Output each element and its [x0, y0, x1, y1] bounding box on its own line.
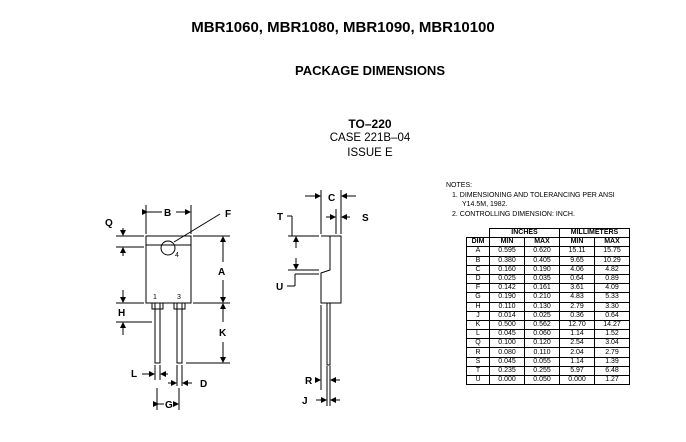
label-C: C: [328, 193, 335, 204]
label-D: D: [200, 379, 207, 390]
package-issue: ISSUE E: [347, 147, 393, 159]
label-Q: Q: [105, 218, 113, 229]
label-K: K: [219, 328, 227, 339]
label-U: U: [276, 282, 283, 293]
document-title: MBR1060, MBR1080, MBR1090, MBR10100: [191, 19, 495, 36]
lead-1: [154, 302, 161, 364]
header-in-min: MIN: [489, 237, 525, 248]
header-inches: INCHES: [489, 227, 560, 239]
label-B: B: [164, 208, 171, 219]
label-H: H: [118, 308, 125, 319]
lead-3: [176, 302, 183, 364]
label-T: T: [277, 212, 283, 223]
header-millimeters: MILLIMETERS: [559, 227, 630, 239]
note-2: 2. CONTROLLING DIMENSION: INCH.: [452, 210, 575, 218]
note-1-cont: Y14.5M, 1982.: [462, 201, 508, 208]
notes-block: NOTES: 1. DIMENSIONING AND TOLERANCING P…: [446, 181, 646, 219]
header-mm-max: MAX: [594, 237, 630, 248]
label-R: R: [305, 376, 313, 387]
label-F: F: [225, 209, 231, 220]
header-in-max: MAX: [524, 237, 560, 248]
pin-1-label: 1: [153, 294, 157, 301]
package-case: CASE 221B–04: [329, 132, 411, 144]
header-mm-min: MIN: [559, 237, 595, 248]
header-dim: DIM: [466, 237, 490, 248]
label-G: G: [165, 400, 173, 411]
pin-3-label: 3: [177, 294, 181, 301]
mounting-hole: [160, 240, 176, 256]
side-lead: [326, 302, 331, 366]
dimensions-table: INCHES MILLIMETERS DIM MIN MAX MIN MAX A…: [466, 227, 630, 386]
label-J: J: [302, 396, 308, 407]
package-name: TO–220: [348, 117, 392, 131]
section-title: PACKAGE DIMENSIONS: [295, 63, 445, 78]
label-A: A: [218, 267, 225, 278]
notes-heading: NOTES:: [446, 182, 473, 189]
front-body: [145, 235, 192, 304]
label-L: L: [131, 369, 137, 380]
side-body: [320, 235, 342, 304]
pin-4-label: 4: [175, 252, 179, 259]
note-1: 1. DIMENSIONING AND TOLERANCING PER ANSI: [452, 191, 615, 199]
label-S: S: [362, 213, 369, 224]
